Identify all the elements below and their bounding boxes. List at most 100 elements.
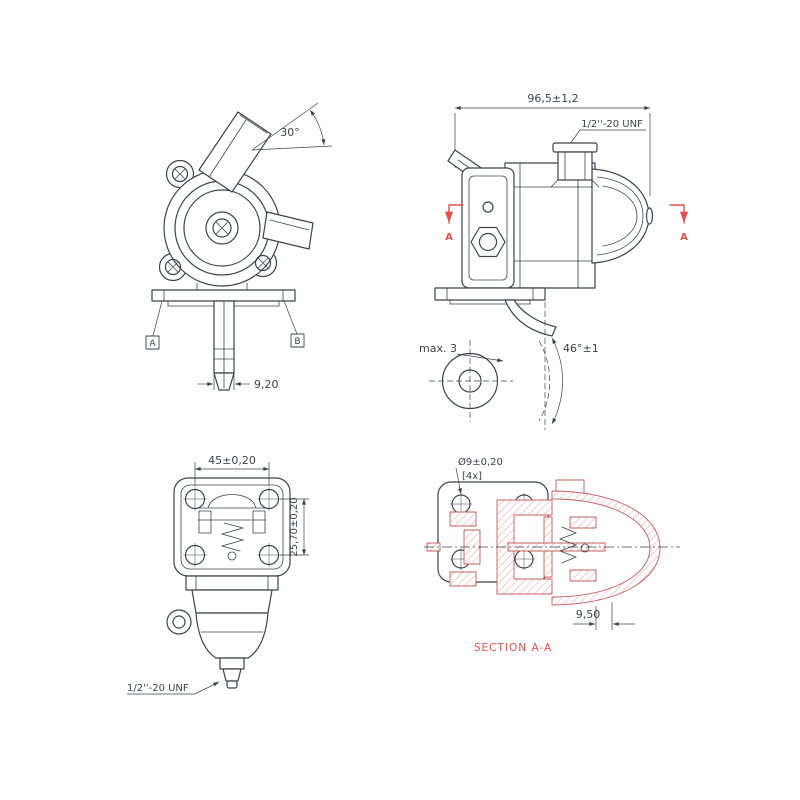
- bottom-fitting-tip: [226, 680, 238, 689]
- valve-upper-cut: [569, 516, 597, 529]
- angle-arc: [309, 109, 326, 146]
- body-band: [185, 575, 279, 591]
- hole-count-text: [4x]: [462, 471, 482, 482]
- cam-centerlines: [429, 302, 546, 430]
- inlet-port-top: [198, 111, 272, 193]
- dim-ext-lines: [194, 462, 270, 486]
- mount-plate-detail: [446, 287, 534, 305]
- lever-swing-detail: 46°±1 max. 3: [419, 299, 599, 430]
- stem-dim-text: 9,20: [254, 378, 279, 391]
- dim-ext-lines: [595, 602, 613, 630]
- view-flange: 45±0,20 25,70±0,20 1/2''-20 UNF: [127, 454, 309, 695]
- thread-label-leader: [566, 129, 646, 149]
- internal-spring: [220, 522, 245, 552]
- angle-rays: [251, 102, 333, 151]
- flange-plate-inner: [468, 175, 508, 281]
- casing-cut: [496, 499, 553, 595]
- section-valve-disc: [580, 543, 590, 553]
- datum-a: A: [145, 300, 163, 350]
- swing-angle-text: 46°±1: [563, 342, 599, 355]
- bottom-fitting-neck: [219, 657, 245, 670]
- mid-body-detail: [504, 162, 596, 289]
- datum-a-text: A: [149, 339, 156, 349]
- clearance-leader: [456, 353, 504, 363]
- pump-side-body: [434, 142, 654, 305]
- fitting-collar: [552, 142, 598, 153]
- mounting-plate-front: [151, 282, 296, 307]
- lug-screw-left: [164, 258, 182, 276]
- thread-label-text: 1/2''-20 UNF: [127, 683, 189, 694]
- thread-label-text: 1/2''-20 UNF: [581, 119, 643, 130]
- lug-screw-top: [171, 165, 189, 183]
- vertical-dim-text: 25,70±0,20: [289, 497, 300, 556]
- fitting-body: [557, 151, 593, 181]
- mid-body: [504, 162, 596, 289]
- pump-front-body: [158, 111, 314, 287]
- internal-pivot: [227, 551, 237, 561]
- thread-label-leader: [127, 681, 220, 695]
- cut-label-left: A: [445, 232, 453, 243]
- hex-fitting-bore: [478, 232, 498, 252]
- body-band-detail: [195, 575, 269, 591]
- cut-arrow-left: [444, 204, 464, 224]
- swing-angle-arc: [551, 337, 563, 425]
- cut-plane-left: A: [444, 204, 464, 243]
- datum-b-text: B: [294, 337, 300, 347]
- center-screw: [212, 218, 232, 238]
- dome-cut: [551, 490, 661, 606]
- datum-a-leader: [152, 300, 163, 337]
- thread-label-bottom: 1/2''-20 UNF: [127, 681, 220, 695]
- lever-arm: [504, 299, 557, 337]
- offset-dim-text: 9,50: [576, 608, 601, 621]
- inlet-port-detail: [208, 114, 268, 178]
- stem-detail: [213, 300, 235, 389]
- hole-callout: Ø9±0,20 [4x]: [455, 456, 503, 495]
- cut-label-right: A: [680, 232, 688, 243]
- datum-a-box: [145, 335, 160, 350]
- clearance-text: max. 3: [419, 342, 457, 355]
- datum-b: B: [283, 300, 305, 348]
- pump-lower-body: [166, 575, 279, 689]
- bottom-fitting-hex: [222, 668, 242, 682]
- hex-fitting: [470, 226, 506, 258]
- dim-ext-lines: [213, 374, 235, 390]
- plate-front: [151, 289, 296, 302]
- side-port-outer: [166, 609, 192, 635]
- lug-screw-right: [254, 254, 272, 272]
- hole-diameter-text: Ø9±0,20: [458, 456, 503, 468]
- dim-hole-pitch: 45±0,20: [194, 454, 270, 486]
- valve-lower-cut: [569, 569, 597, 582]
- flange-internals: [197, 494, 267, 561]
- dome-cap-nub: [645, 207, 654, 225]
- angle-dim-text: 30°: [280, 126, 300, 139]
- flange-screw-side: [482, 201, 494, 213]
- overall-width-text: 96,5±1,2: [527, 92, 578, 105]
- section-title: SECTION A-A: [474, 642, 552, 654]
- dim-vertical: 25,70±0,20: [280, 497, 309, 557]
- hole-callout-leader: [455, 467, 462, 495]
- body-plate-links: [196, 282, 248, 291]
- fitting-detail: [550, 151, 600, 188]
- view-side: 96,5±1,2 1/2''-20 UNF A: [419, 92, 688, 430]
- priming-stem: [213, 300, 235, 391]
- view-front: 30° 9,20 A B: [145, 102, 333, 391]
- outlet-port-detail: [269, 219, 310, 231]
- lever-swing-arc: [538, 340, 551, 422]
- dim-stem-width: 9,20: [198, 374, 279, 391]
- thread-label-top: 1/2''-20 UNF: [566, 119, 646, 149]
- body-bowl: [195, 612, 269, 659]
- mount-plate-side: [434, 287, 546, 301]
- dome-cover-rings: [596, 176, 644, 256]
- flange-inner-line: [180, 484, 284, 570]
- screw-cross-marks: [167, 168, 269, 273]
- section-spring: [558, 526, 578, 564]
- cut-arrow-right: [669, 204, 689, 224]
- angle-annotation-30: 30°: [251, 102, 333, 151]
- hole-pitch-text: 45±0,20: [208, 454, 256, 467]
- internal-lines: [197, 494, 267, 521]
- body-upper: [191, 589, 273, 614]
- view-section: 9,50 Ø9±0,20 [4x] SECTION A-A: [424, 456, 680, 654]
- side-port-inner: [172, 615, 186, 629]
